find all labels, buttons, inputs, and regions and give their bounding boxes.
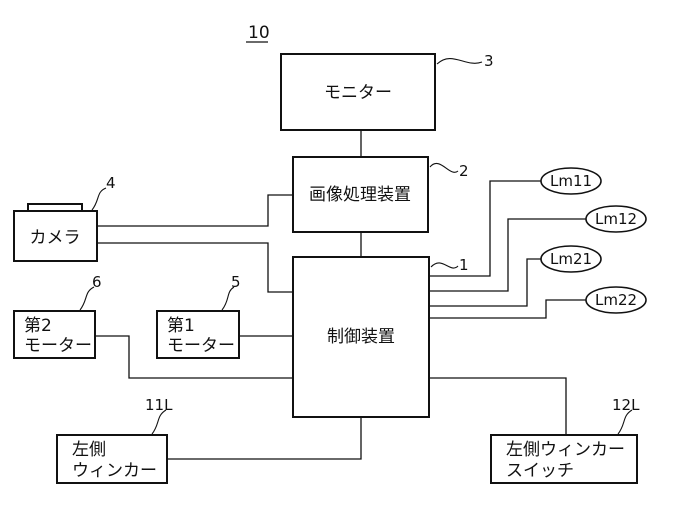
lamp-lm21: Lm21 [540, 245, 602, 273]
lamp-lm21-label: Lm21 [550, 250, 592, 268]
left-winker-leader [151, 409, 167, 435]
motor2-box [13, 310, 96, 359]
left-winker-switch-line2: スイッチ [506, 461, 574, 481]
camera-ref: 4 [106, 174, 116, 192]
controller-leader [430, 262, 459, 269]
left-winker-line1: 左側 [72, 440, 106, 460]
wire-controller-lm22 [429, 299, 586, 319]
lamp-lm22: Lm22 [585, 286, 647, 314]
wire-controller-lm12 [429, 218, 586, 292]
lamp-lm21-oval [540, 245, 602, 273]
image-processor-box [292, 156, 429, 233]
camera-leader [91, 187, 107, 211]
left-winker-switch-line1: 左側ウィンカー [506, 440, 625, 460]
lamp-lm12: Lm12 [585, 205, 647, 233]
lamp-lm12-oval [585, 205, 647, 233]
lamp-lm12-label: Lm12 [595, 210, 637, 228]
image-processor-label: 画像処理装置 [309, 185, 411, 205]
motor1-line1: 第1 [167, 316, 195, 336]
lamp-lm11-label: Lm11 [550, 172, 592, 190]
image-processor-block: 画像処理装置 2 [292, 156, 469, 233]
monitor-leader [436, 58, 483, 65]
wire-camera-controller [97, 242, 293, 293]
lamp-lm22-oval [585, 286, 647, 314]
camera-top-bump [27, 203, 83, 212]
image-processor-leader [429, 163, 459, 173]
left-winker-switch-leader [617, 409, 633, 435]
monitor-block: モニター 3 [280, 52, 494, 131]
controller-ref: 1 [459, 256, 469, 274]
wire-camera-imageproc [97, 194, 293, 227]
camera-block: カメラ 4 [13, 174, 116, 262]
wire-motor2-controller [95, 335, 293, 379]
controller-label: 制御装置 [327, 327, 395, 347]
controller-block: 制御装置 1 [292, 256, 469, 418]
monitor-label: モニター [324, 83, 392, 103]
monitor-ref: 3 [484, 52, 494, 70]
left-winker-switch-ref: 12L [612, 396, 640, 414]
wire-controller-switch [429, 377, 567, 435]
wire-controller-lm21 [429, 258, 541, 307]
motor1-leader [221, 286, 235, 311]
motor2-leader [79, 286, 95, 311]
motor2-ref: 6 [92, 273, 102, 291]
figure-number: 10 [248, 23, 270, 43]
lamp-lm11-oval [540, 167, 602, 195]
motor1-ref: 5 [231, 273, 241, 291]
left-winker-switch-box [490, 434, 638, 484]
left-winker-switch-block: 左側ウィンカー スイッチ 12L [490, 396, 640, 484]
wire-controller-lm11 [429, 180, 541, 277]
monitor-box [280, 53, 436, 131]
left-winker-block: 左側 ウィンカー 11L [56, 396, 173, 484]
image-processor-ref: 2 [459, 162, 469, 180]
motor2-block: 第2 モーター 6 [13, 273, 102, 359]
lamp-lm11: Lm11 [540, 167, 602, 195]
wire-controller-leftwinker [167, 417, 362, 460]
motor1-box [156, 310, 240, 359]
left-winker-ref: 11L [145, 396, 173, 414]
motor1-line2: モーター [167, 336, 235, 356]
left-winker-line2: ウィンカー [72, 461, 157, 481]
controller-box [292, 256, 430, 418]
motor1-block: 第1 モーター 5 [156, 273, 241, 359]
camera-box [13, 210, 98, 262]
connections [95, 130, 586, 460]
lamp-lm22-label: Lm22 [595, 291, 637, 309]
left-winker-box [56, 434, 168, 484]
motor2-line1: 第2 [24, 316, 52, 336]
motor2-line2: モーター [24, 336, 92, 356]
camera-label: カメラ [30, 228, 81, 248]
